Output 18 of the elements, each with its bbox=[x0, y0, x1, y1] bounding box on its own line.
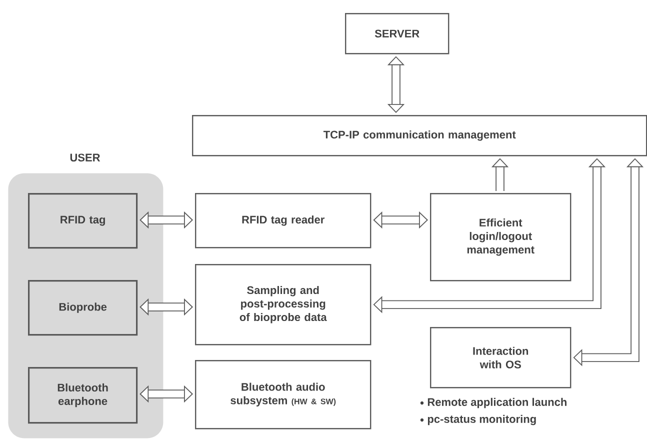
group-box: Bluetooth earphone bbox=[28, 367, 138, 424]
process-box: Efficient login/logout management bbox=[430, 193, 572, 282]
block-arrow bbox=[140, 385, 193, 403]
block-arrow bbox=[140, 298, 193, 316]
process-box: RFID tag reader bbox=[195, 193, 372, 248]
process-box: Interaction with OS bbox=[430, 327, 572, 388]
process-box: Bluetooth audio subsystem (HW & SW) bbox=[195, 360, 372, 430]
process-box: SERVER bbox=[345, 13, 450, 54]
block-arrow bbox=[140, 211, 193, 229]
group-box: RFID tag bbox=[28, 193, 138, 249]
bullet-item: pc-status monitoring bbox=[428, 414, 536, 426]
group-box: Bioprobe bbox=[28, 280, 138, 336]
block-arrow bbox=[387, 56, 405, 113]
block-arrow bbox=[373, 211, 428, 229]
process-box: Sampling and post-processing of bioprobe data bbox=[195, 264, 372, 346]
process-box: TCP-IP communication management bbox=[192, 115, 647, 156]
bullet-item: Remote application launch bbox=[428, 398, 566, 408]
node-label: USER bbox=[70, 154, 100, 162]
